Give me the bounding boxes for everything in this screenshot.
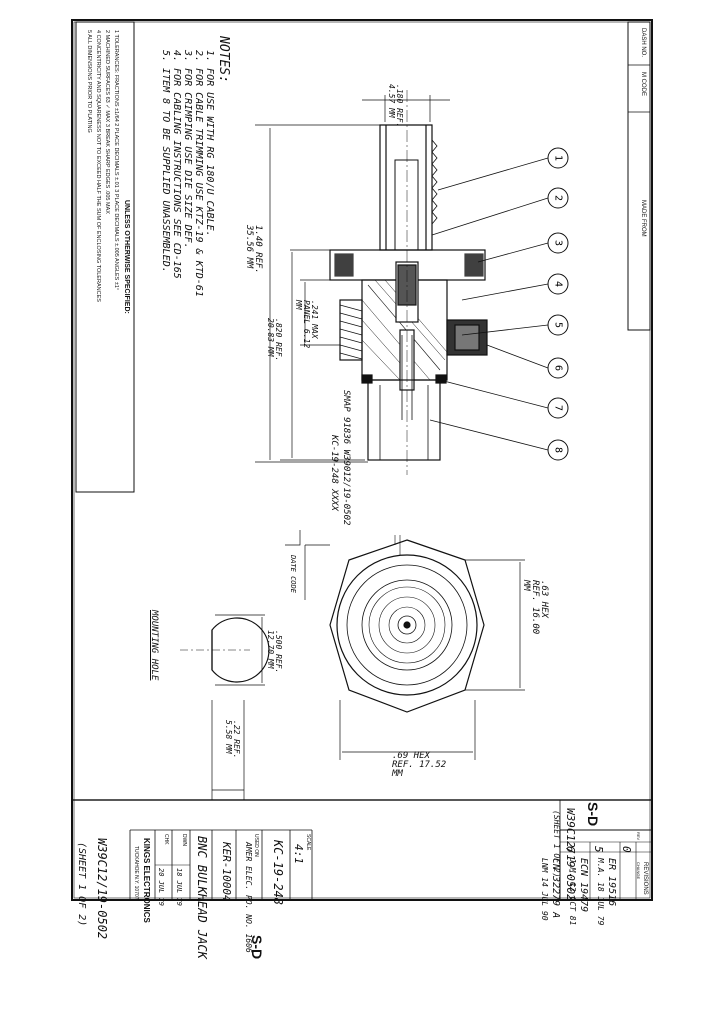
balloon-number: 7	[553, 405, 564, 411]
balloon-leaders	[429, 157, 549, 451]
dim-overall-140: 1.40 REF. 35.56 MM	[244, 225, 263, 274]
balloon-number: 4	[553, 281, 564, 287]
title-block-frame	[71, 799, 653, 901]
tolerance-line: 5 ALL DIMENSIONS PRIOR TO PLATING	[86, 30, 92, 133]
tolerance-heading: UNLESS OTHERWISE SPECIFIED:	[123, 200, 130, 314]
note-item: 1. FOR USE WITH RG 180/U CABLE.	[204, 50, 215, 237]
part-number: KC-19-248	[271, 840, 285, 906]
marking-date-code: DATE CODE	[289, 555, 297, 593]
tolerance-line: 4 CONCENTRICITY AND SQUARENESS NOT TO EX…	[95, 30, 101, 302]
balloon-number: 8	[553, 447, 564, 453]
scale-value: 4:1	[292, 844, 305, 864]
ccn-value: KER-10004	[220, 842, 233, 902]
chk-date: 20 JUL 79	[157, 868, 165, 906]
balloon-circle	[547, 273, 569, 295]
balloon-circle	[547, 147, 569, 169]
dim-hex-63: .63 HEX REF. 16.00 MM	[521, 580, 549, 635]
dash-col-dash-no: DASH NO.	[640, 28, 646, 58]
revision-date: M.A. 18 JUL 79	[596, 858, 605, 926]
dwn-date: 18 JUL 79	[175, 868, 183, 906]
side-dimension-lines	[255, 95, 450, 463]
balloon-circle	[547, 397, 569, 419]
drawing-number-lower: W39C12/19-0502	[95, 838, 109, 940]
revision-change: ECN 19479	[578, 858, 589, 913]
dim-mount-500: .500 REF. 12.70 MM	[266, 630, 283, 674]
marking-underline	[285, 530, 301, 546]
balloon-circle	[547, 357, 569, 379]
sheet-note-lower: (SHEET 1 OF 2)	[76, 842, 87, 927]
tolerance-block	[75, 21, 135, 493]
revision-rev: 0	[620, 846, 633, 853]
note-item: 3. FOR CRIMPING USE DIE SIZE DEF.	[182, 50, 193, 249]
balloon-number: 1	[553, 155, 564, 161]
balloons: 1 2 3 4 5 6 7 8	[547, 147, 569, 461]
note-item: 4. FOR CABLING INSTRUCTIONS SEE CD-165	[171, 50, 182, 279]
revisions-header: REVISIONS	[642, 862, 648, 895]
balloon-circle	[547, 232, 569, 254]
dwn-label: DWN	[181, 834, 187, 846]
marking-line1: SMAP 91836 W39012/19-0502	[341, 390, 351, 526]
balloon-circle	[547, 187, 569, 209]
balloon-number: 5	[553, 322, 564, 328]
marking-line2: KC-19-248 XXXX	[329, 435, 339, 511]
revision-rev: 6	[564, 846, 577, 853]
connector-end-view	[329, 535, 485, 713]
dim-panel-241: .241 MAX PANEL 6.12 MM	[294, 300, 319, 349]
end-dimension-lines	[304, 544, 525, 760]
sheet-border-inner	[73, 21, 651, 899]
revision-date: LNM 14 JUL 90	[540, 858, 549, 921]
dim-ref-820: .820 REF. 20.83 MM	[266, 318, 283, 362]
notes-heading: NOTES:	[216, 36, 231, 83]
balloon-number: 6	[553, 365, 564, 371]
dim-hex-69: .69 HEX REF. 17.52 MM	[392, 751, 447, 779]
revision-change: CN 32279 A	[550, 858, 561, 919]
company-address: TUCKAHOE N.Y. 10707	[133, 846, 139, 900]
balloon-circle	[547, 314, 569, 336]
connector-section-view	[329, 90, 488, 475]
company-name: KINGS ELECTRONICS	[142, 838, 151, 923]
note-item: 5. ITEM 8 TO BE SUPPLIED UNASSEMBLED.	[160, 50, 171, 273]
revision-change: ER 19516	[606, 858, 617, 907]
revisions-col-change: CHANGE	[636, 862, 641, 880]
part-title: BNC BULKHEAD JACK	[195, 836, 209, 959]
scale-label: SCALE	[305, 834, 311, 851]
mounting-hole-label: MOUNTING HOLE	[149, 610, 159, 681]
tolerance-line: 1 TOLERANCES: FRACTIONS ±1/64 2 PLACE DE…	[113, 30, 119, 291]
note-item: 2. FOR CABLE TRIMMING USE KTZ-19 & KTD-6…	[193, 50, 204, 297]
dash-table	[627, 21, 651, 331]
dash-col-m-code: M CODE	[640, 72, 646, 96]
used-on-label: USED ON	[253, 834, 259, 857]
dim-top-180: .180 REF. 4.57 MM	[387, 84, 404, 128]
balloon-number: 2	[553, 195, 564, 201]
mounting-hole-view	[180, 614, 270, 800]
tolerance-line: 2 MACHINED SURFACES 63 ✓ MAX 3 BREAK SHA…	[104, 30, 110, 214]
dash-col-made-from: MADE FROM	[640, 200, 646, 237]
revision-date: J.M. 12 OCT 81	[568, 858, 577, 926]
balloon-circle	[547, 439, 569, 461]
sd-label-top: S-D	[585, 802, 601, 827]
revision-rev: 5	[592, 846, 605, 853]
used-on-value: AMER ELEC. PO. NO. 1606	[244, 842, 253, 953]
balloon-number: 3	[553, 240, 564, 246]
dim-mount-22: .22 REF. 5.58 MM	[224, 720, 241, 759]
chk-label: CHK	[163, 834, 169, 845]
revisions-col-rev: REV	[636, 832, 641, 841]
